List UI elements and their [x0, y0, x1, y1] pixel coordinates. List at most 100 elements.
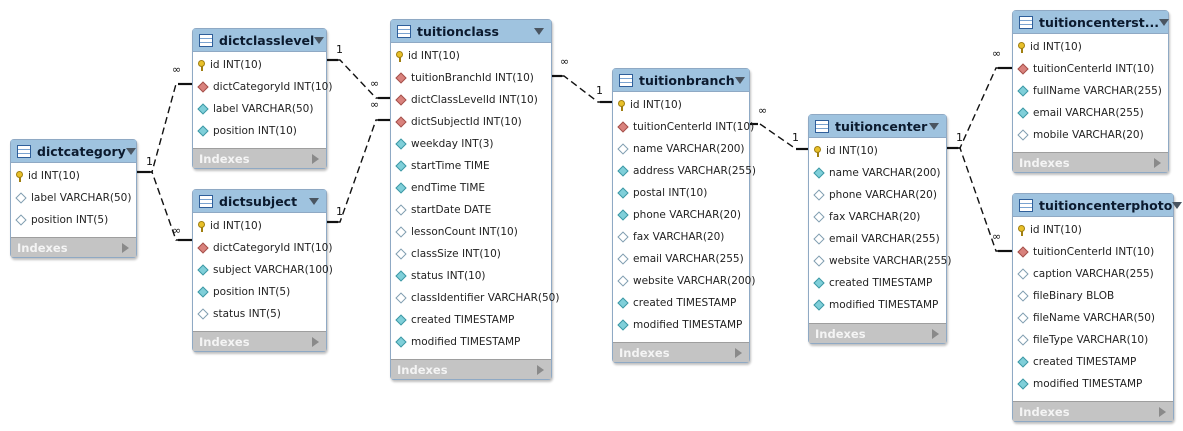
column-row[interactable]: fileName VARCHAR(50) — [1013, 307, 1173, 329]
column-row[interactable]: position INT(5) — [11, 209, 136, 231]
column-row[interactable]: subject VARCHAR(100) — [193, 259, 333, 281]
column-row[interactable]: fileBinary BLOB — [1013, 285, 1173, 307]
column-row[interactable]: email VARCHAR(255) — [613, 248, 749, 270]
nullable-column-icon — [15, 192, 27, 204]
table-header[interactable]: dictclasslevel — [193, 29, 326, 52]
column-row[interactable]: phone VARCHAR(20) — [809, 184, 946, 206]
table-header[interactable]: tuitioncenterphoto — [1013, 194, 1183, 217]
column-label: startDate DATE — [411, 204, 492, 216]
column-row[interactable]: position INT(10) — [193, 120, 326, 142]
collapse-arrow-icon[interactable] — [929, 122, 939, 130]
column-row[interactable]: modified TIMESTAMP — [1013, 373, 1173, 395]
collapse-arrow-icon[interactable] — [125, 147, 136, 155]
column-row[interactable]: id INT(10) — [1013, 36, 1168, 58]
column-row[interactable]: lessonCount INT(10) — [391, 221, 551, 243]
column-row[interactable]: dictCategoryId INT(10) — [193, 76, 332, 98]
indexes-section[interactable]: Indexes — [809, 323, 946, 343]
indexes-section[interactable]: Indexes — [11, 237, 136, 257]
column-row[interactable]: id INT(10) — [809, 140, 946, 162]
column-row[interactable]: fileType VARCHAR(10) — [1013, 329, 1173, 351]
indexes-section[interactable]: Indexes — [391, 359, 551, 379]
column-row[interactable]: classSize INT(10) — [391, 243, 551, 265]
indexes-section[interactable]: Indexes — [613, 342, 749, 362]
collapse-arrow-icon[interactable] — [309, 197, 319, 205]
column-row[interactable]: email VARCHAR(255) — [809, 228, 946, 250]
expand-arrow-icon[interactable] — [932, 328, 939, 339]
collapse-arrow-icon[interactable] — [314, 36, 325, 44]
expand-arrow-icon[interactable] — [122, 242, 129, 253]
column-row[interactable]: id INT(10) — [1013, 219, 1173, 241]
column-row[interactable]: id INT(10) — [11, 165, 136, 187]
expand-arrow-icon[interactable] — [537, 364, 544, 375]
column-row[interactable]: id INT(10) — [613, 94, 749, 116]
column-row[interactable]: name VARCHAR(200) — [613, 138, 749, 160]
column-row[interactable]: created TIMESTAMP — [1013, 351, 1173, 373]
expand-arrow-icon[interactable] — [1159, 406, 1166, 417]
column-row[interactable]: created TIMESTAMP — [391, 309, 551, 331]
indexes-section[interactable]: Indexes — [1013, 152, 1168, 172]
column-row[interactable]: status INT(10) — [391, 265, 551, 287]
column-row[interactable]: phone VARCHAR(20) — [613, 204, 749, 226]
column-row[interactable]: fax VARCHAR(20) — [809, 206, 946, 228]
column-row[interactable]: caption VARCHAR(255) — [1013, 263, 1173, 285]
collapse-arrow-icon[interactable] — [534, 27, 544, 35]
column-row[interactable]: tuitionBranchId INT(10) — [391, 67, 551, 89]
column-row[interactable]: id INT(10) — [391, 45, 551, 67]
column-row[interactable]: label VARCHAR(50) — [11, 187, 136, 209]
indexes-section[interactable]: Indexes — [193, 148, 326, 168]
column-row[interactable]: weekday INT(3) — [391, 133, 551, 155]
column-row[interactable]: classIdentifier VARCHAR(50) — [391, 287, 559, 309]
table-header[interactable]: tuitioncenterst... — [1013, 11, 1169, 34]
column-row[interactable]: id INT(10) — [193, 215, 326, 237]
column-row[interactable]: dictSubjectId INT(10) — [391, 111, 551, 133]
table-header[interactable]: dictsubject — [193, 190, 326, 213]
column-row[interactable]: position INT(5) — [193, 281, 326, 303]
table-header[interactable]: tuitionbranch — [613, 69, 749, 92]
column-row[interactable]: endTime TIME — [391, 177, 551, 199]
column-row[interactable]: modified TIMESTAMP — [809, 294, 946, 316]
column-row[interactable]: created TIMESTAMP — [809, 272, 946, 294]
column-row[interactable]: address VARCHAR(255) — [613, 160, 756, 182]
column-row[interactable]: name VARCHAR(200) — [809, 162, 946, 184]
column-row[interactable]: fax VARCHAR(20) — [613, 226, 749, 248]
collapse-arrow-icon[interactable] — [1172, 201, 1183, 209]
column-row[interactable]: dictClassLevelId INT(10) — [391, 89, 551, 111]
column-row[interactable]: dictCategoryId INT(10) — [193, 237, 332, 259]
column-row[interactable]: tuitionCenterId INT(10) — [613, 116, 754, 138]
column-row[interactable]: website VARCHAR(255) — [809, 250, 951, 272]
indexes-section[interactable]: Indexes — [1013, 401, 1173, 421]
expand-arrow-icon[interactable] — [312, 336, 319, 347]
column-row[interactable]: status INT(5) — [193, 303, 326, 325]
table-header[interactable]: tuitionclass — [391, 20, 551, 43]
column-row[interactable]: label VARCHAR(50) — [193, 98, 326, 120]
column-row[interactable]: id INT(10) — [193, 54, 326, 76]
column-row[interactable]: website VARCHAR(200) — [613, 270, 755, 292]
column-row[interactable]: modified TIMESTAMP — [391, 331, 551, 353]
table-header[interactable]: dictcategory — [11, 140, 136, 163]
collapse-arrow-icon[interactable] — [734, 76, 745, 84]
column-row[interactable]: created TIMESTAMP — [613, 292, 749, 314]
column-row[interactable]: tuitionCenterId INT(10) — [1013, 241, 1173, 263]
table-header[interactable]: tuitioncenter — [809, 115, 946, 138]
column-row[interactable]: mobile VARCHAR(20) — [1013, 124, 1168, 146]
column-row[interactable]: startDate DATE — [391, 199, 551, 221]
table-tuitioncenterstaff[interactable]: tuitioncenterst...id INT(10)tuitionCente… — [1012, 10, 1169, 173]
expand-arrow-icon[interactable] — [312, 153, 319, 164]
column-row[interactable]: startTime TIME — [391, 155, 551, 177]
indexes-section[interactable]: Indexes — [193, 331, 326, 351]
column-row[interactable]: fullName VARCHAR(255) — [1013, 80, 1168, 102]
column-row[interactable]: tuitionCenterId INT(10) — [1013, 58, 1168, 80]
column-row[interactable]: email VARCHAR(255) — [1013, 102, 1168, 124]
collapse-arrow-icon[interactable] — [1158, 18, 1169, 26]
expand-arrow-icon[interactable] — [735, 347, 742, 358]
expand-arrow-icon[interactable] — [1154, 157, 1161, 168]
column-row[interactable]: modified TIMESTAMP — [613, 314, 749, 336]
column-row[interactable]: postal INT(10) — [613, 182, 749, 204]
